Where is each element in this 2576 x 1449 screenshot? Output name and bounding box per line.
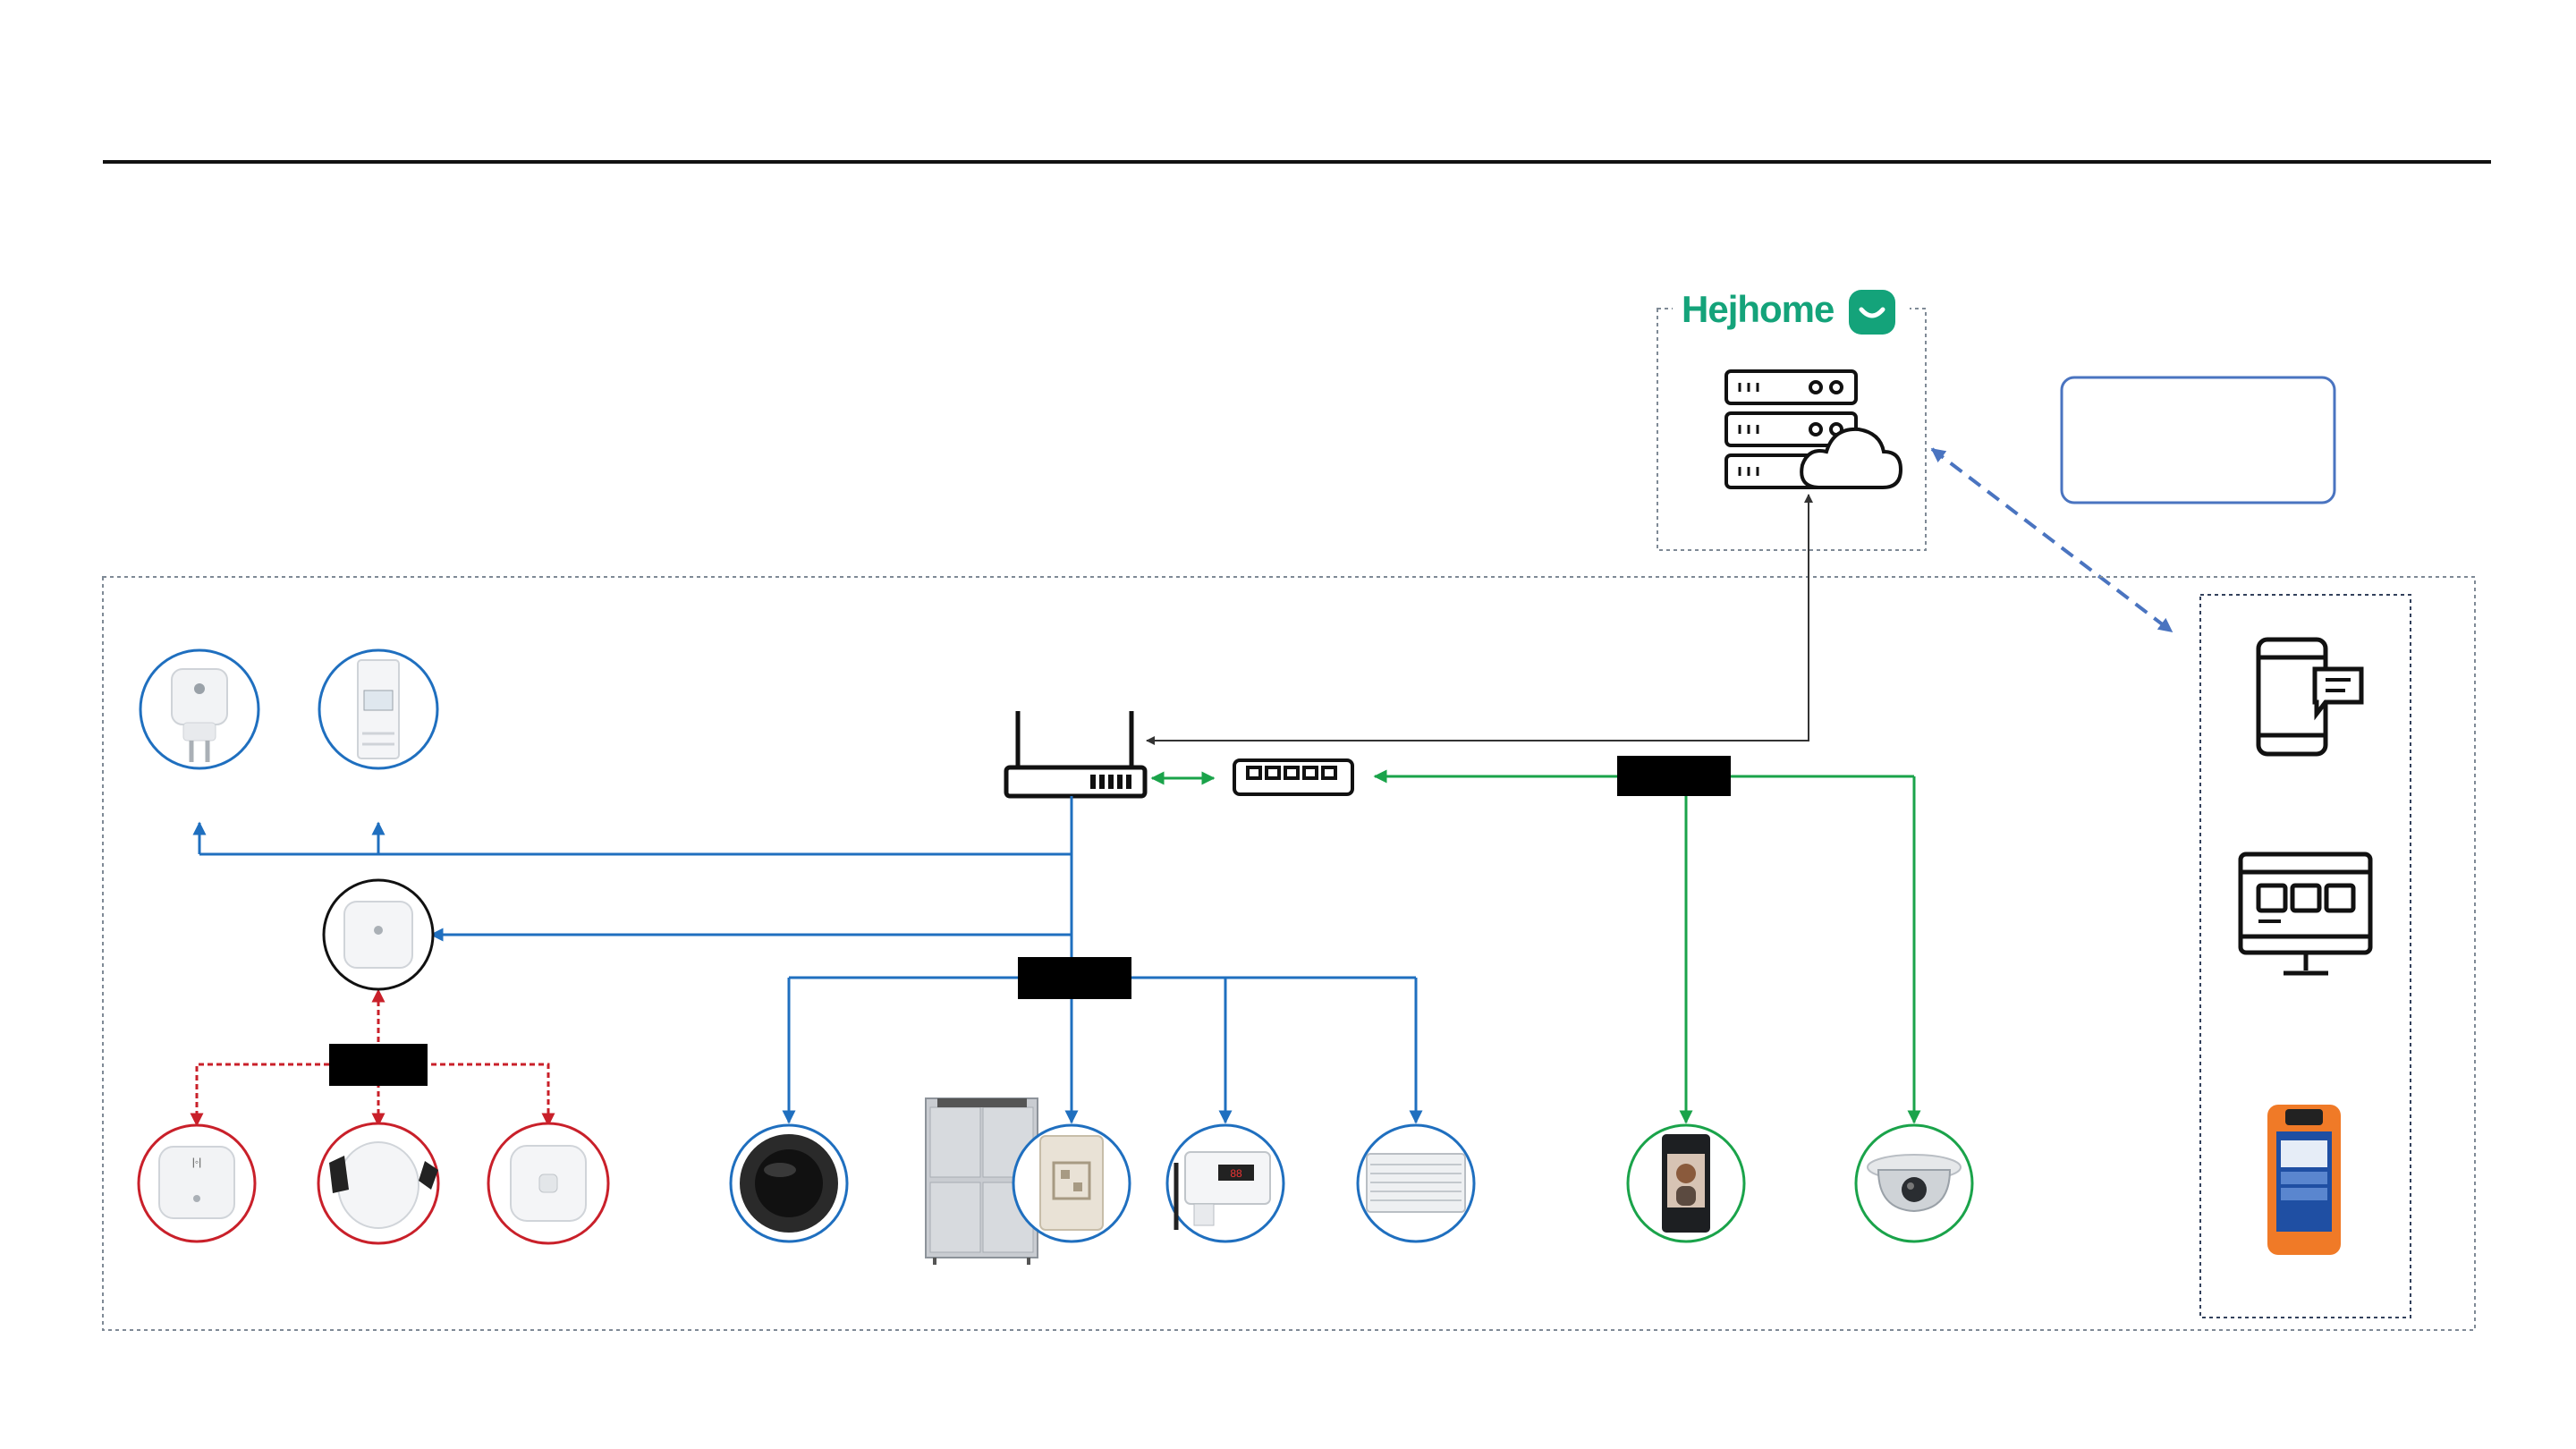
cloud-client-link — [1930, 447, 2174, 633]
hejhome-brand-name: Hejhome — [1682, 288, 1835, 330]
vision-label-box — [1617, 756, 1731, 796]
round-sensor-icon — [729, 1123, 849, 1243]
door-sensor-icon: |◦| — [137, 1123, 257, 1243]
cloud-server-icon — [1724, 369, 1903, 489]
cloud-frame — [1657, 308, 1927, 551]
hejhome-logo-icon — [1849, 290, 1895, 335]
pos-terminal-icon — [2267, 1105, 2341, 1255]
svg-text:88: 88 — [1230, 1167, 1242, 1180]
network-switch-icon — [1233, 758, 1354, 796]
sensor-label-box — [1018, 957, 1131, 999]
face-terminal-icon — [1626, 1123, 1746, 1243]
zigbee-hub-icon — [322, 878, 435, 991]
info-box — [2060, 376, 2336, 504]
qr-reader-icon — [1012, 1123, 1131, 1243]
svg-text:|◦|: |◦| — [192, 1156, 202, 1168]
controller-icon: 88 — [1165, 1123, 1285, 1243]
zigbee-label-box — [329, 1044, 428, 1086]
router-icon — [1004, 711, 1148, 799]
temp-humidity-sensor-icon — [487, 1122, 610, 1245]
energy-meter-icon — [318, 648, 439, 770]
site-frame — [102, 576, 2476, 1331]
motion-sensor-icon — [317, 1122, 440, 1245]
router-cloud-link — [1146, 494, 1813, 745]
smart-plug-icon — [139, 648, 260, 770]
ac-unit-icon — [1356, 1123, 1476, 1243]
mobile-chat-icon — [2256, 637, 2364, 757]
dashboard-monitor-icon — [2238, 852, 2373, 976]
refrigerator-icon — [925, 1097, 1038, 1265]
dome-camera-icon — [1854, 1123, 1974, 1243]
